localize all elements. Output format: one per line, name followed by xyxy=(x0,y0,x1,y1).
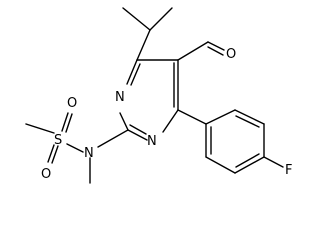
fluorine-label: F xyxy=(285,163,292,178)
bond-ch-methyl-right xyxy=(149,7,173,31)
bond-ar-1 xyxy=(205,109,236,125)
bond-c4-n3 xyxy=(162,109,179,133)
sulfonyl-o-bottom-label: O xyxy=(41,167,51,182)
bond-ring-cho xyxy=(177,41,209,61)
bond-s-o-top-a xyxy=(61,112,69,132)
bond-ring-aryl xyxy=(177,109,207,125)
bond-n1-c6 xyxy=(126,59,138,85)
bond-c2-n xyxy=(97,129,129,148)
sulfonamide-group xyxy=(25,112,129,184)
bond-n-s xyxy=(66,143,84,153)
ring-n-top-label: N xyxy=(115,90,125,105)
bond-s-o-bottom-b xyxy=(51,145,59,164)
bond-ar-f xyxy=(263,156,284,168)
fluorophenyl-group xyxy=(177,109,284,174)
bond-ring-ch xyxy=(136,29,151,61)
bond-c-o-double-a xyxy=(207,41,225,51)
ring-n-bottom-label: N xyxy=(147,134,157,149)
aldehyde-group xyxy=(177,41,225,61)
bond-n3-c2-inner xyxy=(129,124,147,135)
molecule-drawing: N N N S O O O F xyxy=(25,7,292,184)
bond-ch-methyl-left xyxy=(122,7,151,31)
bond-ar-4 xyxy=(234,156,265,174)
atom-labels: N N N S O O O F xyxy=(41,47,292,182)
bond-s-methyl xyxy=(25,123,55,134)
bond-n3-c2 xyxy=(127,129,148,141)
bond-ar-4-inner xyxy=(235,153,260,168)
bond-s-o-bottom-a xyxy=(47,144,55,163)
pyrimidine-ring xyxy=(119,59,179,141)
bond-c-o-double-b xyxy=(207,46,224,56)
sulfonamide-n-label: N xyxy=(84,146,94,161)
bond-ar-2 xyxy=(234,109,265,125)
bond-n1-c6-inner xyxy=(130,63,141,86)
structure-diagram: N N N S O O O F xyxy=(25,7,292,184)
bond-ar-5 xyxy=(205,156,236,174)
bond-c2-n1 xyxy=(119,112,129,131)
bond-s-o-top-b xyxy=(65,113,73,133)
isopropyl-group xyxy=(122,7,173,61)
bond-ar-2-inner xyxy=(235,115,260,128)
sulfonyl-o-top-label: O xyxy=(67,96,77,111)
aldehyde-o-label: O xyxy=(226,47,236,62)
sulfur-label: S xyxy=(54,133,62,148)
